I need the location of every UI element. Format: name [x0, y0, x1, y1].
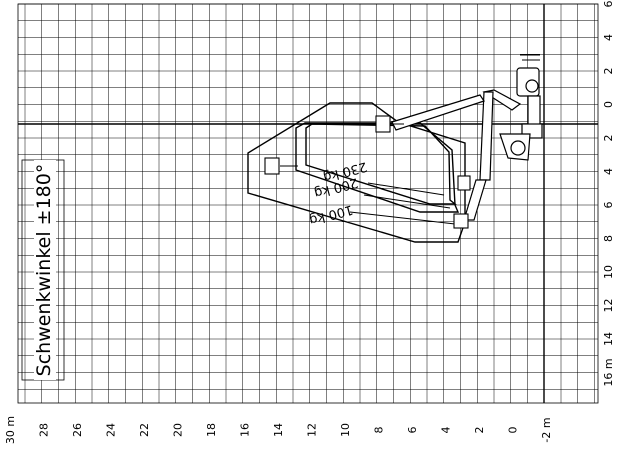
aerial-platform-drawing: [264, 54, 543, 229]
right-tick-label: 2: [602, 68, 615, 75]
right-axis-ticks: 6 4 2 0 2 4 6 8 10 12 14 16 m: [602, 1, 615, 387]
basket-far: [264, 157, 280, 175]
telescopic-boom: [391, 94, 485, 131]
bottom-tick-label: 16: [239, 423, 252, 437]
load-label-100kg: 100 kg: [307, 201, 354, 227]
grid-border: [17, 3, 599, 404]
bottom-tick-label: 22: [138, 423, 151, 437]
bottom-tick-label: -2 m: [540, 417, 553, 442]
bottom-tick-label: 26: [71, 423, 84, 437]
jib-arm: [463, 179, 487, 221]
right-tick-label: 6: [602, 202, 615, 209]
bottom-tick-label: 2: [473, 427, 486, 434]
grid: [17, 3, 599, 404]
right-tick-label: 0: [602, 101, 615, 108]
basket-mid: [457, 175, 471, 191]
chassis: [499, 54, 543, 161]
bottom-tick-label: 12: [306, 423, 319, 437]
bottom-tick-label: 30 m: [4, 416, 17, 444]
right-tick-label: 12: [602, 299, 615, 313]
bottom-tick-label: 14: [272, 423, 285, 437]
range-leader-230kg: [367, 182, 445, 196]
swing-angle-label: Schwenkwinkel ±180°: [33, 164, 55, 377]
range-leader-200kg: [363, 194, 451, 209]
right-tick-label: 2: [602, 135, 615, 142]
basket-upper: [375, 115, 391, 133]
bottom-tick-label: 0: [507, 427, 520, 434]
right-tick-label: 8: [602, 235, 615, 242]
right-tick-label: 10: [602, 265, 615, 279]
bottom-tick-label: 20: [172, 423, 185, 437]
basket-lower: [453, 213, 469, 229]
range-leader-100kg: [349, 211, 456, 225]
envelope-200kg: [295, 122, 460, 213]
envelope-230kg: [305, 123, 457, 205]
bottom-tick-label: 6: [406, 427, 419, 434]
bottom-tick-label: 10: [339, 423, 352, 437]
right-tick-label: 6: [602, 1, 615, 8]
bottom-tick-label: 24: [105, 423, 118, 437]
bottom-tick-label: 28: [38, 423, 51, 437]
swing-angle-frame: Schwenkwinkel ±180°: [21, 159, 65, 381]
right-tick-label: 4: [602, 168, 615, 175]
right-tick-label: 14: [602, 332, 615, 346]
main-boom: [479, 91, 494, 181]
bottom-tick-label: 4: [440, 427, 453, 434]
right-tick-label: 4: [602, 34, 615, 41]
right-tick-label: 16 m: [602, 358, 615, 386]
bottom-tick-label: 8: [373, 427, 386, 434]
bottom-tick-label: 18: [205, 423, 218, 437]
